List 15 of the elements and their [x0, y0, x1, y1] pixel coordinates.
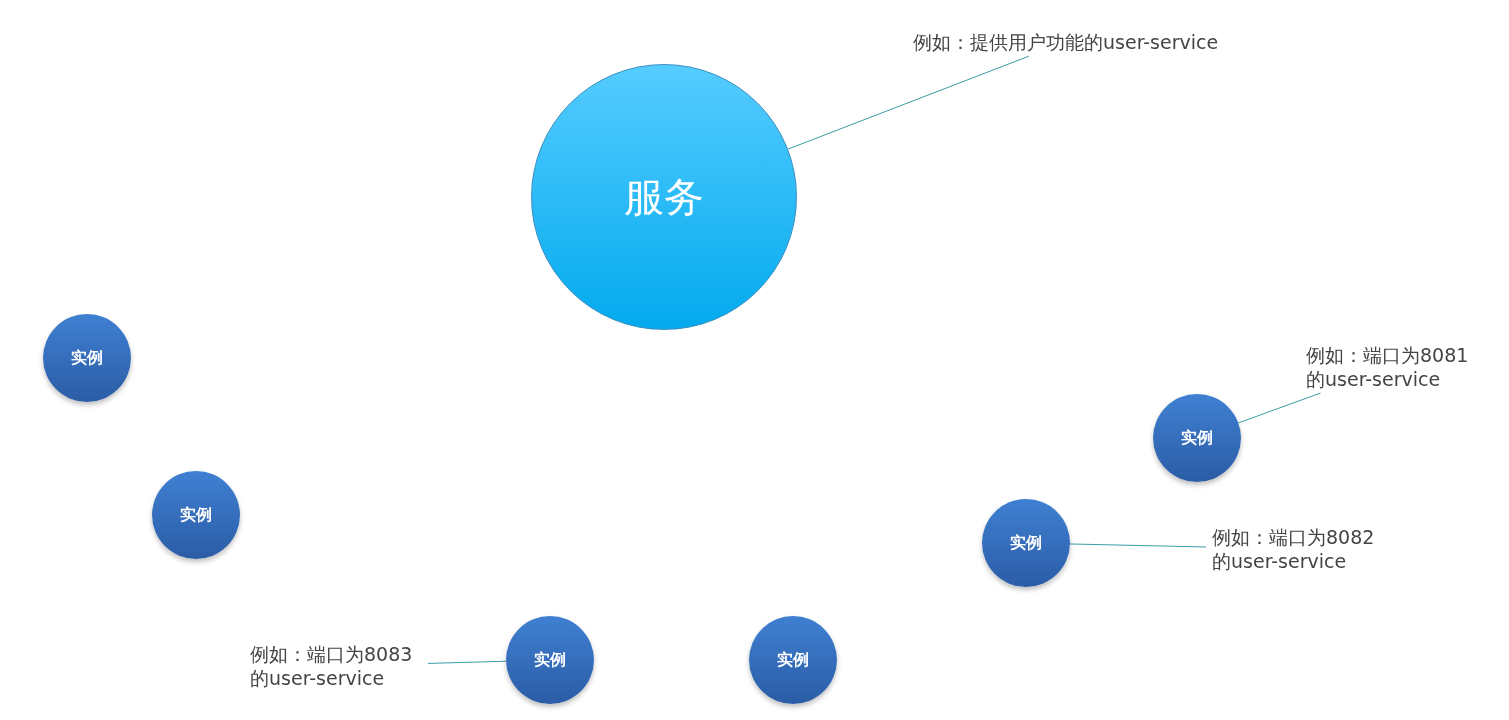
- note-text: 例如：端口为8081的user-service: [1306, 343, 1478, 391]
- note-text: 例如：端口为8082的user-service: [1212, 525, 1384, 573]
- instance-circle: 实例: [43, 314, 131, 402]
- instance-circle: 实例: [982, 499, 1070, 587]
- instance-circle: 实例: [152, 471, 240, 559]
- service-circle: 服务: [531, 64, 797, 330]
- note-text: 例如：端口为8083的user-service: [250, 642, 422, 690]
- note-text: 例如：提供用户功能的user-service: [913, 30, 1219, 54]
- instance-circle: 实例: [506, 616, 594, 704]
- instance-circle: 实例: [1153, 394, 1241, 482]
- leader-line: [1237, 392, 1321, 424]
- instance-circle: 实例: [749, 616, 837, 704]
- leader-line: [787, 55, 1030, 150]
- leader-line: [427, 660, 507, 664]
- leader-line: [1069, 543, 1207, 548]
